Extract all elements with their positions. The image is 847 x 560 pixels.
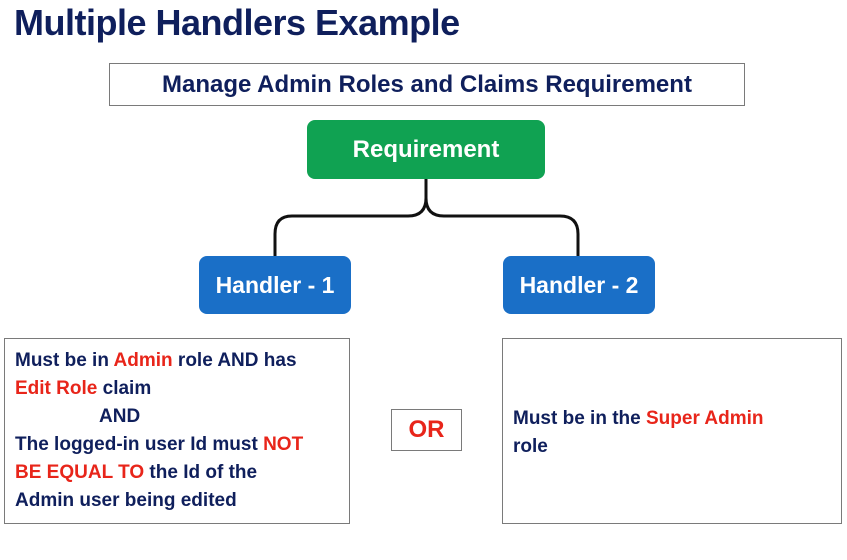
handler-2-node: Handler - 2	[503, 256, 655, 314]
condition-line: Must be in the Super Admin	[513, 405, 841, 433]
condition-highlight: BE EQUAL TO	[15, 462, 145, 483]
slide-title: Multiple Handlers Example	[14, 2, 460, 43]
condition-text: claim	[97, 378, 152, 399]
brace-connector-line	[273, 179, 580, 256]
condition-line: Must be in Admin role AND has	[15, 347, 349, 375]
or-label: OR	[408, 416, 445, 443]
condition-text: The logged-in user Id must	[15, 434, 264, 455]
or-box: OR	[391, 409, 462, 451]
condition-highlight: Super Admin	[646, 408, 764, 429]
handler-2-condition-box: Must be in the Super Admin role	[502, 338, 842, 524]
requirement-label: Requirement	[352, 135, 500, 163]
condition-line: BE EQUAL TO the Id of the	[15, 459, 349, 487]
condition-highlight: Admin	[113, 350, 173, 371]
condition-text: Admin user being edited	[15, 490, 237, 511]
subtitle-box: Manage Admin Roles and Claims Requiremen…	[109, 63, 745, 106]
condition-text: Must be in the	[513, 408, 646, 429]
condition-line: The logged-in user Id must NOT	[15, 431, 349, 459]
condition-highlight: NOT	[263, 434, 304, 455]
handler-1-label: Handler - 1	[215, 271, 335, 298]
condition-highlight: Edit Role	[15, 378, 98, 399]
condition-line: Admin user being edited	[15, 487, 349, 515]
subtitle-text: Manage Admin Roles and Claims Requiremen…	[162, 70, 692, 98]
condition-text: Must be in	[15, 350, 114, 371]
requirement-node: Requirement	[307, 120, 545, 179]
condition-text: the Id of the	[144, 462, 258, 483]
handler-2-label: Handler - 2	[519, 271, 639, 298]
condition-and-text: AND	[99, 406, 141, 427]
condition-line: AND	[15, 403, 349, 431]
handler-1-node: Handler - 1	[199, 256, 351, 314]
condition-line: role	[513, 433, 841, 461]
condition-text: role	[513, 436, 548, 457]
condition-text: role AND has	[172, 350, 297, 371]
condition-line: Edit Role claim	[15, 375, 349, 403]
handler-1-condition-box: Must be in Admin role AND has Edit Role …	[4, 338, 350, 524]
